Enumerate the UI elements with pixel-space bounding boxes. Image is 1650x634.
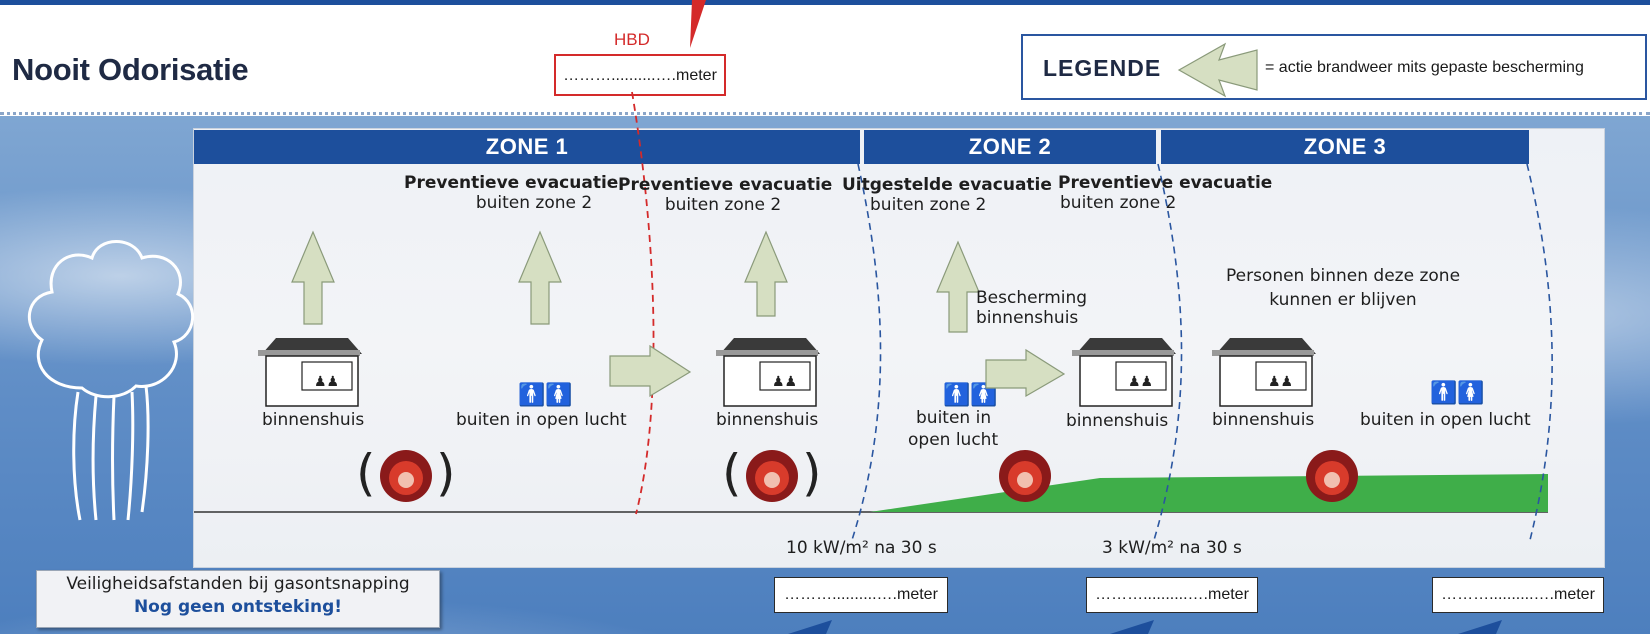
svg-text:♟♟: ♟♟ bbox=[772, 374, 797, 390]
evac-label-4: Preventieve evacuatie buiten zone 2 bbox=[1058, 173, 1272, 213]
svg-text:♟♟: ♟♟ bbox=[1128, 374, 1153, 390]
svg-text:♟♟: ♟♟ bbox=[314, 374, 339, 390]
protection-label: Bescherming binnenshuis bbox=[976, 288, 1087, 328]
fire-icon bbox=[1306, 450, 1358, 502]
distance-box-3: ………..........….meter bbox=[1432, 577, 1604, 613]
hbd-pointer bbox=[690, 0, 706, 48]
page-title: Nooit Odorisatie bbox=[12, 52, 249, 87]
place-label: buiten in open lucht bbox=[456, 410, 627, 430]
arrow-icon bbox=[1177, 42, 1258, 98]
arrow-icon bbox=[609, 344, 692, 398]
distance-box-1: ………..........….meter bbox=[774, 577, 948, 613]
arrow-icon bbox=[518, 230, 562, 325]
place-label: buiten in bbox=[916, 408, 992, 428]
house-icon: ♟♟ bbox=[716, 338, 820, 407]
distance-pointer bbox=[788, 620, 832, 634]
people-icon: 🚹🚺 bbox=[518, 382, 573, 408]
place-label: binnenshuis bbox=[1066, 411, 1169, 431]
house-icon: ♟♟ bbox=[1212, 338, 1316, 407]
stay-line1: Personen binnen deze zone bbox=[1225, 266, 1461, 286]
grass-area bbox=[870, 474, 1548, 512]
place-label: binnenshuis bbox=[262, 410, 365, 430]
stay-line2: kunnen er blijven bbox=[1269, 290, 1417, 310]
arrow-icon bbox=[744, 230, 788, 317]
safety-line1: Veiligheidsafstanden bij gasontsnapping bbox=[66, 574, 410, 594]
evac-label-1-line2: buiten zone 2 bbox=[475, 193, 593, 213]
people-icon: 🚹🚺 bbox=[1430, 380, 1485, 406]
threshold-label-2: 3 kW/m² na 30 s bbox=[1102, 538, 1242, 558]
evac-label-1: Preventieve evacuatie buiten zone 2 bbox=[404, 173, 619, 213]
evac-label-3: Uitgestelde evacuatie buiten zone 2 bbox=[842, 175, 1052, 215]
svg-text:♟♟: ♟♟ bbox=[1268, 374, 1293, 390]
zone-1-2-boundary bbox=[851, 163, 882, 541]
legend-title: LEGENDE bbox=[1043, 55, 1162, 81]
legend-description: = actie brandweer mits gepaste beschermi… bbox=[1265, 59, 1584, 76]
safety-line2: Nog geen ontsteking! bbox=[133, 597, 343, 617]
protection-line1: Bescherming bbox=[976, 288, 1088, 308]
protection-line2: binnenshuis bbox=[976, 308, 1079, 328]
arrow-icon bbox=[985, 348, 1066, 398]
distance-pointer bbox=[1110, 620, 1154, 634]
fire-icon: ( ) bbox=[722, 444, 822, 502]
threshold-label-1: 10 kW/m² na 30 s bbox=[786, 538, 937, 558]
place-label: open lucht bbox=[908, 430, 999, 450]
distance-box-2: ………..........….meter bbox=[1086, 577, 1258, 613]
stay-label: Personen binnen deze zone kunnen er blij… bbox=[1208, 266, 1478, 310]
zone-1-header: ZONE 1 bbox=[194, 130, 860, 164]
svg-text:(: ( bbox=[722, 444, 742, 502]
svg-text:(: ( bbox=[356, 444, 376, 502]
legend-box: LEGENDE = actie brandweer mits gepaste b… bbox=[1021, 34, 1647, 100]
svg-text:): ) bbox=[436, 444, 456, 502]
arrow-icon bbox=[291, 230, 335, 325]
evac-label-2: Preventieve evacuatie buiten zone 2 bbox=[618, 175, 833, 215]
place-label: binnenshuis bbox=[716, 410, 819, 430]
evac-label-4-line2: buiten zone 2 bbox=[1060, 193, 1177, 213]
evac-label-2-line1: Preventieve evacuatie bbox=[618, 175, 833, 195]
svg-text:): ) bbox=[802, 444, 822, 502]
distance-pointer bbox=[1458, 620, 1502, 634]
hbd-label: HBD bbox=[614, 30, 650, 49]
place-label: buiten in open lucht bbox=[1360, 410, 1531, 430]
zone-3-outer-boundary bbox=[1526, 163, 1553, 541]
top-bar bbox=[0, 0, 1650, 5]
hbd-distance-box: ………..........….meter bbox=[554, 54, 726, 96]
house-icon: ♟♟ bbox=[258, 338, 362, 407]
evac-label-2-line2: buiten zone 2 bbox=[664, 195, 782, 215]
place-label: binnenshuis bbox=[1212, 410, 1315, 430]
section-divider bbox=[0, 112, 1650, 115]
cloud-tree-icon bbox=[27, 240, 195, 521]
fire-icon bbox=[999, 450, 1051, 502]
evac-label-3-line1: Uitgestelde evacuatie bbox=[842, 175, 1052, 195]
zone-2-header: ZONE 2 bbox=[864, 130, 1156, 164]
evac-label-4-line1: Preventieve evacuatie bbox=[1058, 173, 1273, 193]
evac-label-3-line2: buiten zone 2 bbox=[870, 195, 987, 215]
fire-icon: ( ) bbox=[356, 444, 456, 502]
safety-box: Veiligheidsafstanden bij gasontsnapping … bbox=[36, 570, 440, 628]
hbd-boundary bbox=[631, 91, 655, 515]
house-icon: ♟♟ bbox=[1072, 338, 1176, 407]
zone-3-header: ZONE 3 bbox=[1161, 130, 1529, 164]
zone-2-3-boundary bbox=[1153, 163, 1183, 541]
evac-label-1-line1: Preventieve evacuatie bbox=[404, 173, 619, 193]
arrow-icon bbox=[936, 240, 980, 333]
